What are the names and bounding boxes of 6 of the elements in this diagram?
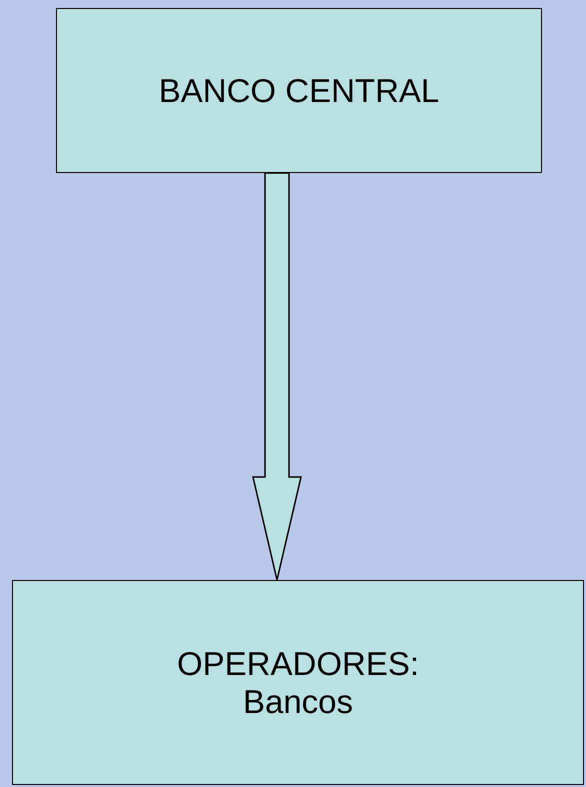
box-label: Bancos	[242, 682, 354, 720]
process-box	[56, 8, 542, 173]
box-label: BANCO CENTRAL	[158, 72, 440, 110]
process-box	[12, 580, 584, 785]
block-arrow	[252, 172, 302, 581]
box-label: OPERADORES:	[176, 644, 420, 682]
